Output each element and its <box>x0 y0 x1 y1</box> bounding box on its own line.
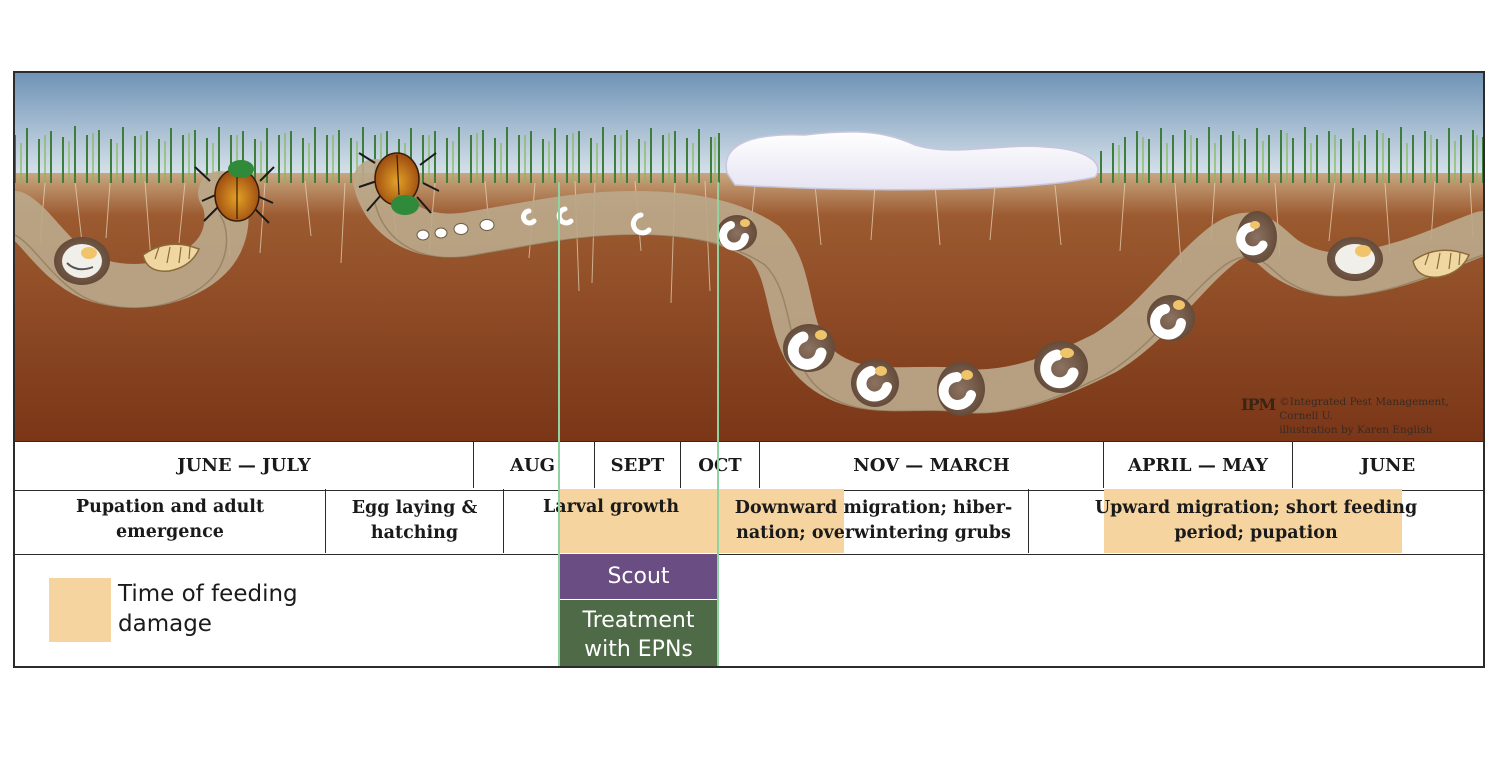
pupa-icon <box>1327 237 1383 281</box>
legend-label: Time of feeding damage <box>118 579 308 639</box>
month-nov-march: NOV — MARCH <box>760 442 1104 488</box>
pupa-icon <box>142 243 201 272</box>
lifecycle-diagram: IPM ©Integrated Pest Management, Cornell… <box>13 71 1485 668</box>
pupa-icon <box>1412 249 1471 278</box>
grub-icon <box>1236 211 1277 263</box>
stage-larval-growth: Larval growth <box>504 489 719 553</box>
scout-box: Scout <box>560 554 717 599</box>
snow-icon <box>725 131 1099 191</box>
stage-downward-migration: Downward migration; hiber-nation; overwi… <box>719 489 1029 553</box>
adult-beetle-icon <box>358 152 440 215</box>
credit-line-1: ©Integrated Pest Management, Cornell U. <box>1279 396 1449 422</box>
treatment-box: Treatment with EPNs <box>560 600 717 666</box>
stage-row: Pupation and adult emergence Egg laying … <box>15 489 1483 555</box>
stage-pupation: Pupation and adult emergence <box>15 489 326 553</box>
stage-egg-laying: Egg laying & hatching <box>326 489 504 553</box>
ipm-logo: IPM <box>1241 395 1276 414</box>
credit-line-2: illustration by Karen English <box>1279 424 1433 436</box>
pupa-icon <box>54 237 110 285</box>
soil-cross-section <box>15 73 1483 441</box>
treatment-text: Treatment with EPNs <box>582 608 695 662</box>
grub-icon <box>937 362 985 416</box>
grub-icon <box>851 359 899 407</box>
treatment-window-end-line <box>717 182 719 666</box>
month-sept: SEPT <box>595 442 681 488</box>
month-oct: OCT <box>681 442 760 488</box>
month-june: JUNE <box>1360 454 1416 476</box>
credit: IPM ©Integrated Pest Management, Cornell… <box>1241 395 1483 437</box>
month-april-may: APRIL — MAY <box>1104 442 1293 488</box>
legend-text: Time of feeding damage <box>118 581 298 637</box>
grass-icon <box>15 126 1483 183</box>
stage-upward-migration: Upward migration; short feeding period; … <box>1094 498 1418 543</box>
month-june-july: JUNE — JULY <box>15 442 474 488</box>
feeding-damage-spring <box>1104 489 1402 553</box>
feeding-damage-fall <box>719 489 844 553</box>
feeding-damage-larval <box>560 489 717 553</box>
legend-swatch <box>49 578 111 642</box>
month-aug: AUG <box>474 442 595 488</box>
month-row: JUNE — JULY AUG SEPT OCT NOV — MARCH APR… <box>15 441 1483 491</box>
adult-beetle-icon <box>194 160 275 224</box>
treatment-window-start-line <box>558 182 560 666</box>
grub-icon <box>717 215 757 251</box>
grub-icon <box>783 324 835 372</box>
egg-icon <box>416 219 495 241</box>
grub-icon <box>1147 295 1195 341</box>
grub-icon <box>1034 341 1088 393</box>
